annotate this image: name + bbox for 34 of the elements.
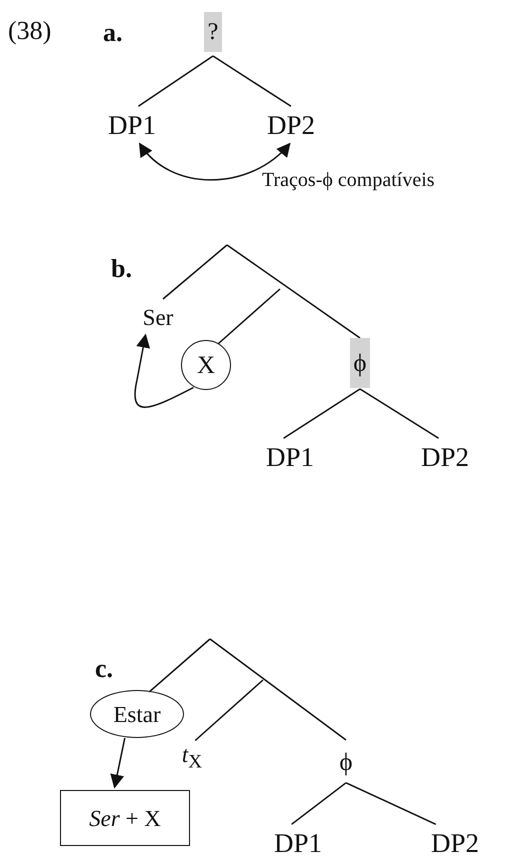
tree-node-label: DP1 xyxy=(266,826,330,860)
tree-node-label: ϕ xyxy=(335,742,357,782)
tree-node-label: DP2 xyxy=(423,826,487,860)
arrow xyxy=(138,142,291,181)
edge-label: Traços-ϕ compatíveis xyxy=(262,170,435,190)
branch-line xyxy=(360,388,439,439)
highlighted-node-label: ? xyxy=(204,12,222,52)
tree-node-label: Ser xyxy=(133,302,183,332)
arrow xyxy=(134,334,194,408)
branch-line xyxy=(291,782,346,825)
example-number: (38) xyxy=(8,18,52,44)
boxed-node: Ser + X xyxy=(60,790,190,846)
branch-line xyxy=(148,638,210,692)
circled-node: X xyxy=(181,340,231,390)
subexample-letter: a. xyxy=(103,20,122,46)
subexample-letter: c. xyxy=(95,656,114,682)
branch-line xyxy=(212,55,292,107)
ellipse-node: Estar xyxy=(90,690,184,738)
highlighted-node-label: ϕ xyxy=(350,338,370,388)
branch-line xyxy=(194,679,264,742)
arrow xyxy=(110,738,126,789)
branch-line xyxy=(218,288,280,344)
tree-node-label: DP2 xyxy=(259,108,323,142)
branch-line xyxy=(226,244,360,339)
subexample-letter: b. xyxy=(111,256,132,282)
branch-line xyxy=(162,244,228,300)
tree-node-label: t$_{X}$ xyxy=(176,742,208,772)
tree-node-label: DP1 xyxy=(258,440,322,474)
branch-line xyxy=(210,638,346,741)
tree-node-label: DP1 xyxy=(100,108,164,142)
branch-line xyxy=(138,55,214,107)
branch-line xyxy=(283,388,360,439)
branch-line xyxy=(346,782,436,825)
tree-node-label: DP2 xyxy=(413,440,477,474)
